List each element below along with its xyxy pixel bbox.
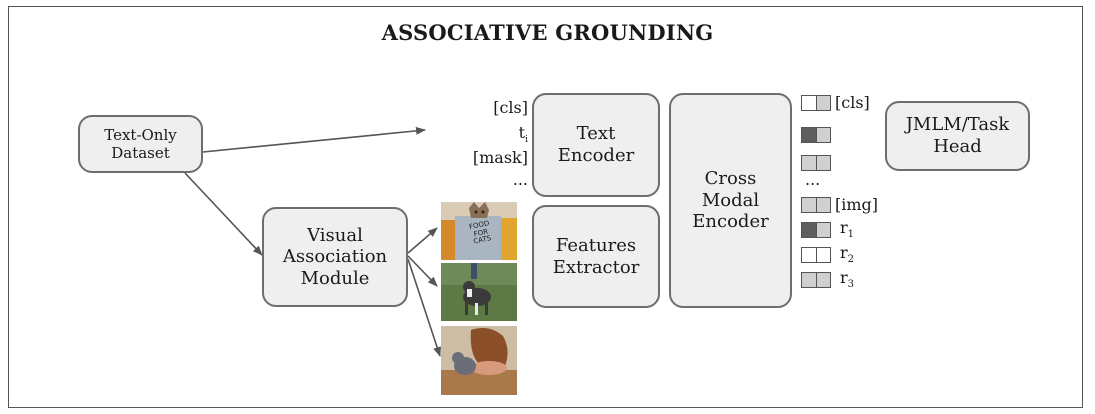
text-only-dataset-label: Text-Only Dataset <box>104 126 177 162</box>
dog-field-illustration <box>441 263 517 321</box>
cross-modal-encoder-box: Cross Modal Encoder <box>669 93 792 308</box>
text-only-dataset-box: Text-Only Dataset <box>78 115 203 173</box>
output-token-r2: r2 <box>840 245 854 265</box>
arrow-vam-to-image-1 <box>407 227 438 254</box>
output-square-cls <box>801 95 831 111</box>
cat-food-illustration <box>441 202 517 260</box>
output-token-r3: r3 <box>840 270 854 290</box>
input-token-cls: [cls] <box>493 98 528 117</box>
visual-association-module-box: Visual Association Module <box>262 207 408 307</box>
output-square-3 <box>801 155 831 171</box>
arrow-vam-to-image-3 <box>407 258 441 357</box>
image-dog-field <box>441 263 517 321</box>
text-encoder-box: Text Encoder <box>532 93 660 197</box>
input-token-ti: ti <box>519 125 528 145</box>
output-token-r1: r1 <box>840 220 854 240</box>
arrow-vam-to-image-2 <box>407 255 438 287</box>
output-square-img <box>801 197 831 213</box>
output-token-r2-subscript: 2 <box>847 254 855 266</box>
output-token-cls: [cls] <box>835 93 870 112</box>
input-token-ellipsis: ... <box>512 170 528 189</box>
visual-association-module-label: Visual Association Module <box>282 224 388 289</box>
task-head-box: JMLM/Task Head <box>885 101 1030 171</box>
output-token-ellipsis: ... <box>805 170 821 189</box>
output-token-r2-label: r <box>840 243 848 262</box>
image-cat-food: FOOD FOR CATS <box>441 202 517 260</box>
output-token-r1-subscript: 1 <box>847 229 855 241</box>
output-token-r1-label: r <box>840 218 848 237</box>
output-square-r1 <box>801 222 831 238</box>
text-encoder-label: Text Encoder <box>557 123 635 166</box>
figure-frame <box>8 6 1083 408</box>
input-token-t-label: t <box>518 123 526 142</box>
cross-modal-encoder-label: Cross Modal Encoder <box>692 168 769 233</box>
output-square-r2 <box>801 247 831 263</box>
arrow-dataset-to-vam <box>184 172 263 256</box>
output-token-r3-subscript: 3 <box>847 279 855 291</box>
output-token-r3-label: r <box>840 268 848 287</box>
arrow-dataset-to-text-tokens <box>202 126 426 153</box>
output-square-2 <box>801 127 831 143</box>
task-head-label: JMLM/Task Head <box>905 114 1010 157</box>
image-woman-cat <box>441 326 517 395</box>
features-extractor-label: Features Extractor <box>552 234 640 278</box>
input-token-t-subscript: i <box>525 135 528 146</box>
input-token-mask: [mask] <box>472 148 528 167</box>
output-token-img: [img] <box>835 195 879 214</box>
features-extractor-box: Features Extractor <box>532 205 660 308</box>
woman-cat-illustration <box>441 326 517 395</box>
output-square-r3 <box>801 272 831 288</box>
diagram-title: ASSOCIATIVE GROUNDING <box>381 20 714 45</box>
